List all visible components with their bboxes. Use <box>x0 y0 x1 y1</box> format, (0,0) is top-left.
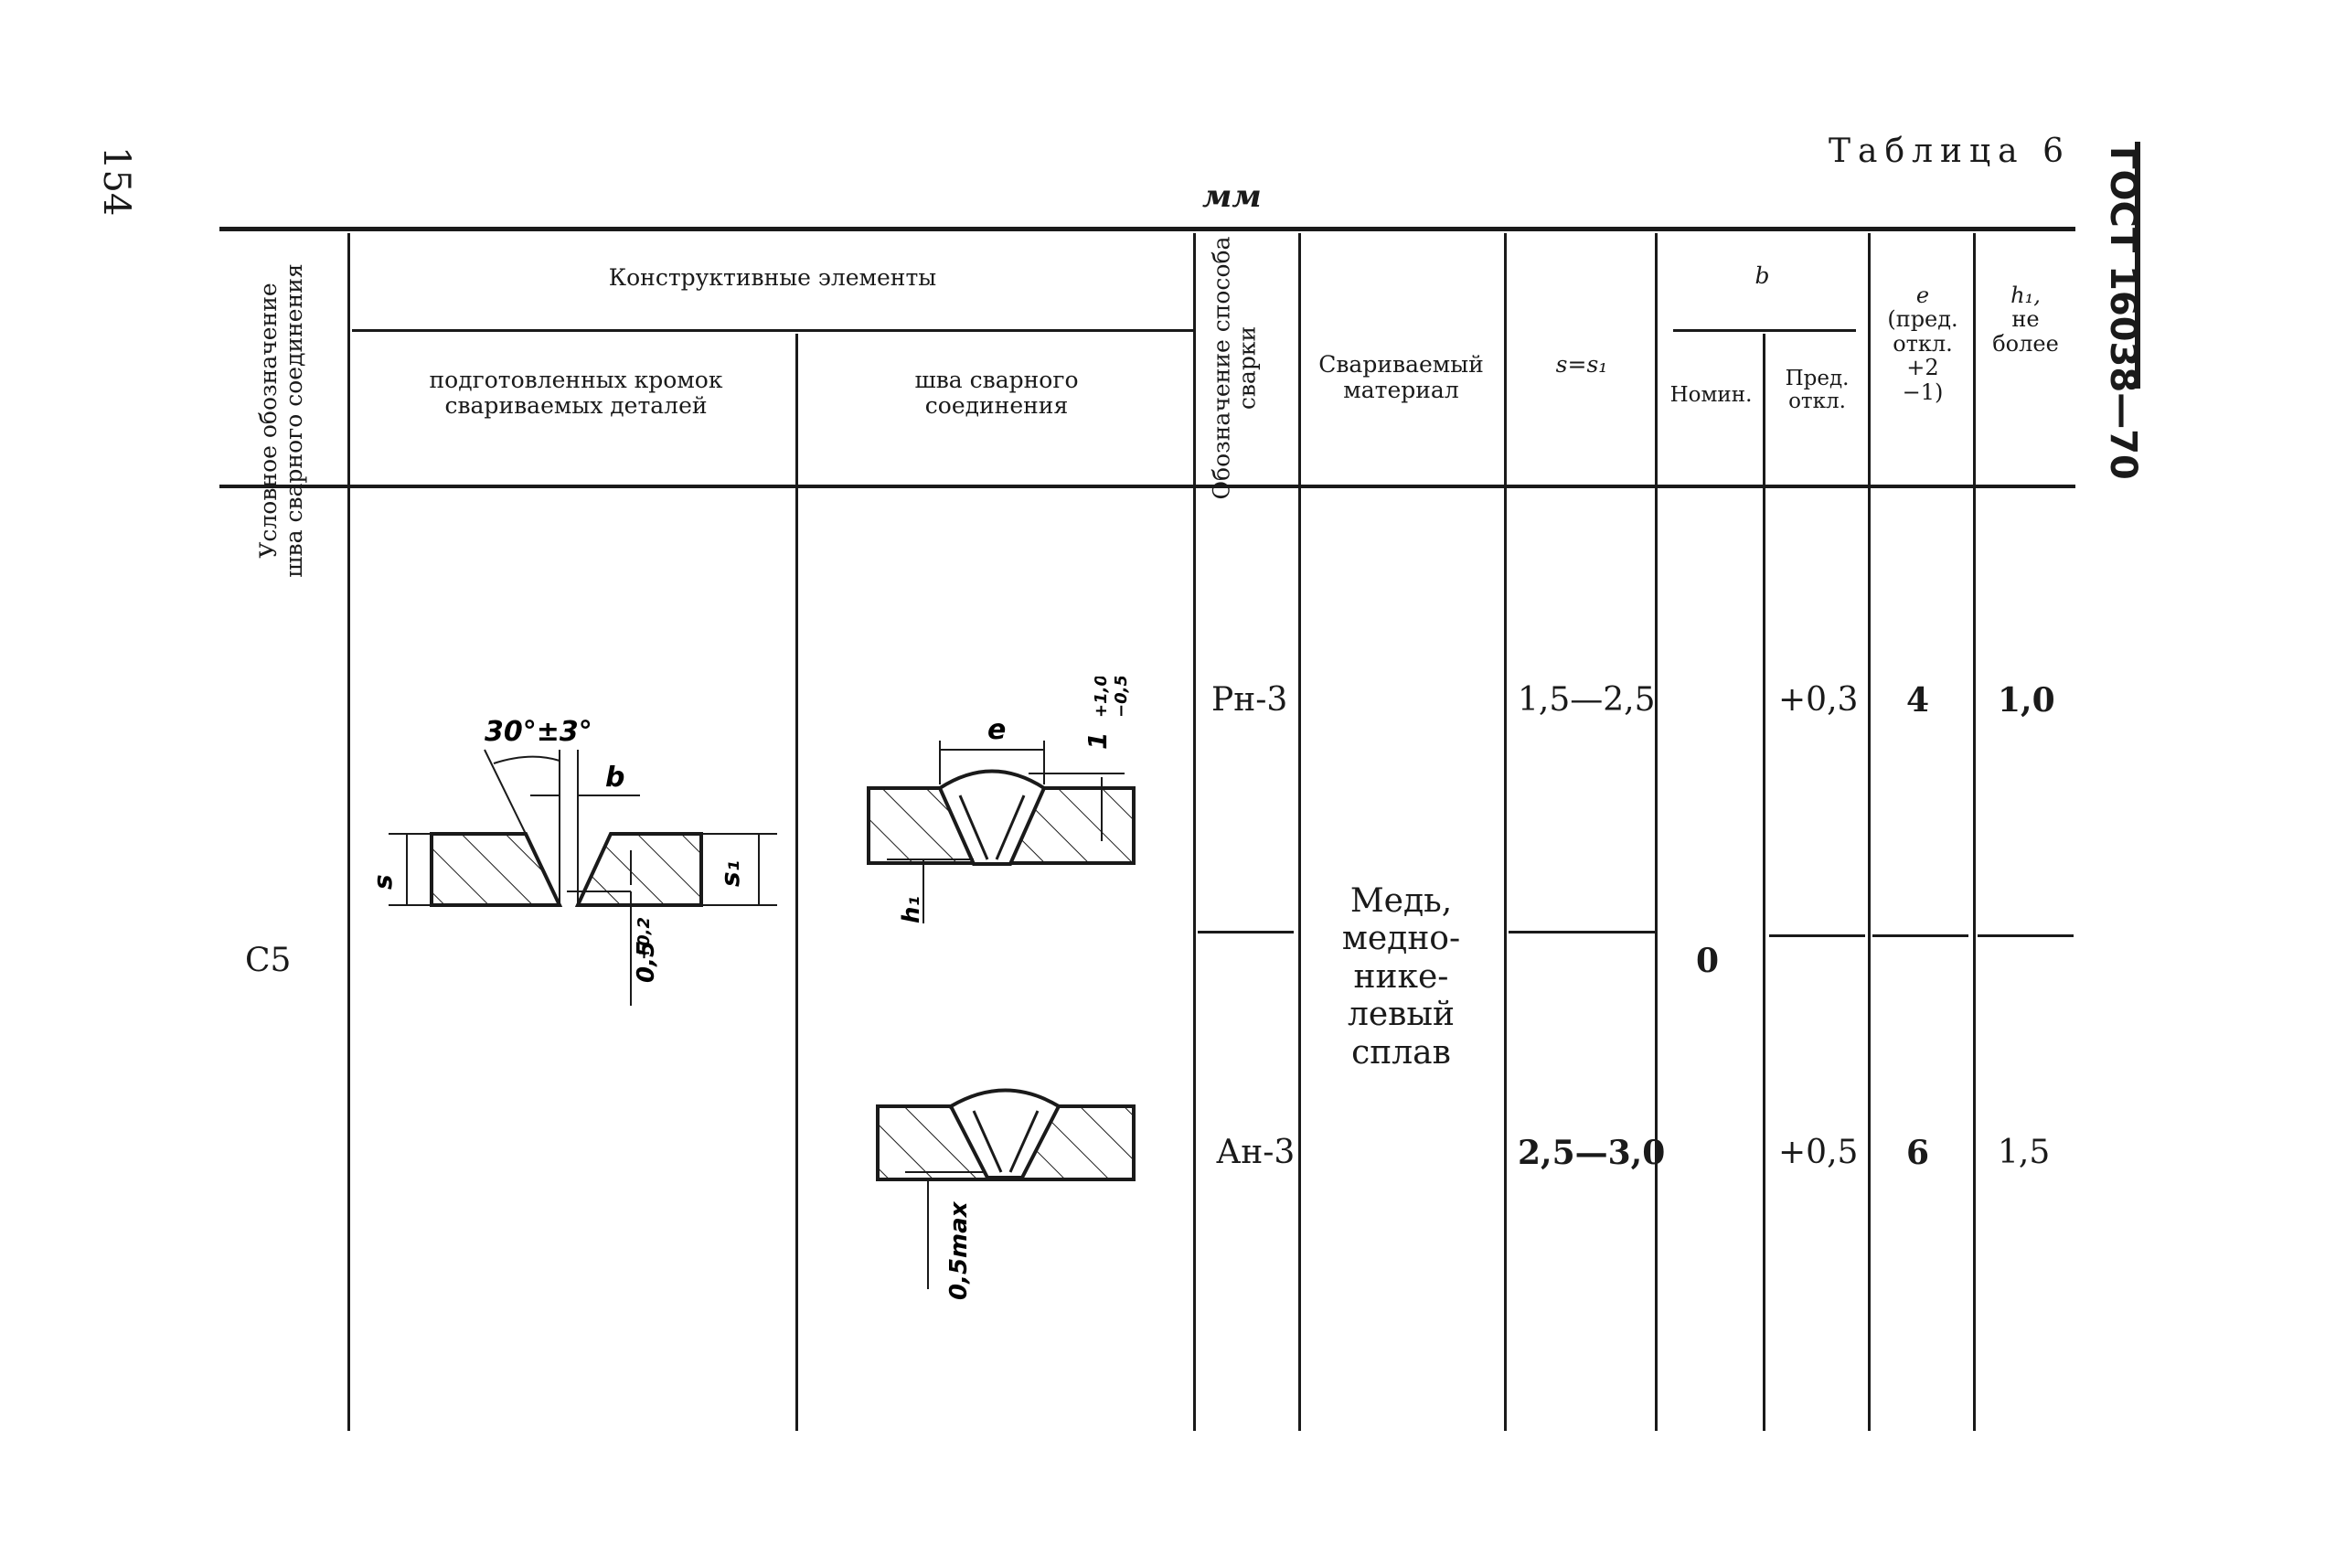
header-weld-symbol: Условное обозначение шва сварного соедин… <box>255 263 307 578</box>
header-material: Свариваемый материал <box>1318 351 1484 403</box>
h1-value-1: 1,0 <box>1998 681 2055 720</box>
thickness-right-label: s₁ <box>715 860 745 887</box>
root-label: 0,5 <box>633 941 660 983</box>
b-nominal-value: 0 <box>1696 942 1720 980</box>
weld-seam-drawing-2: 0,5max <box>876 1088 1136 1300</box>
weld-seam-drawing-1: e 1 +1,0 −0,5 h₁ <box>867 677 1136 923</box>
page-number: 154 <box>95 146 137 217</box>
units-label: мм <box>1202 178 1262 215</box>
standard-bar <box>2135 142 2140 389</box>
weld-symbol: С5 <box>245 942 292 979</box>
header-b: b <box>1754 262 1770 289</box>
header-h1: h₁, не более <box>1992 283 2059 357</box>
thickness-2: 2,5—3,0 <box>1518 1134 1666 1172</box>
root-height-label: h₁ <box>898 896 925 923</box>
root-tol-label: +0,2 <box>635 917 654 960</box>
b-tolerance-1: +0,3 <box>1778 681 1859 719</box>
root-max-label: 0,5max <box>945 1200 973 1300</box>
method-1: Рн-3 <box>1211 681 1288 719</box>
header-prepared-edges: подготовленных кромок свариваемых детале… <box>429 367 723 419</box>
b-tolerance-2: +0,5 <box>1778 1134 1859 1171</box>
header-b-nominal: Номин. <box>1669 383 1753 407</box>
header-welding-method: Обозначение способа сварки <box>1208 236 1261 500</box>
reinforcement-width-label: e <box>987 714 1006 746</box>
edge-preparation-drawing: 30°±3° b s s₁ 0,5 +0,2 <box>368 716 777 1006</box>
e-value-1: 4 <box>1906 681 1930 720</box>
reinforcement-tol-plus: +1,0 <box>1092 677 1111 718</box>
header-e: e (пред. откл. +2 −1) <box>1887 283 1958 405</box>
reinforcement-tol-minus: −0,5 <box>1112 677 1131 718</box>
thickness-1: 1,5—2,5 <box>1518 681 1656 719</box>
e-value-2: 6 <box>1906 1134 1930 1172</box>
header-weld-seam: шва сварного соединения <box>914 367 1079 419</box>
thickness-left-label: s <box>368 874 398 890</box>
method-2: Ан-3 <box>1216 1134 1296 1171</box>
table-title: Таблица 6 <box>1829 133 2071 170</box>
reinforcement-height-label: 1 <box>1083 732 1113 750</box>
header-thickness: s=s₁ <box>1555 351 1608 378</box>
header-b-tolerance: Пред. откл. <box>1785 367 1850 414</box>
h1-value-2: 1,5 <box>1998 1134 2051 1171</box>
gap-label: b <box>605 762 624 794</box>
angle-label: 30°±3° <box>485 716 592 748</box>
standard-code: ГОСТ 16038—70 <box>2102 146 2144 480</box>
header-structural-elements: Конструктивные элементы <box>608 264 937 291</box>
material-value: Медь, медно-нике- левый сплав <box>1341 882 1461 1072</box>
